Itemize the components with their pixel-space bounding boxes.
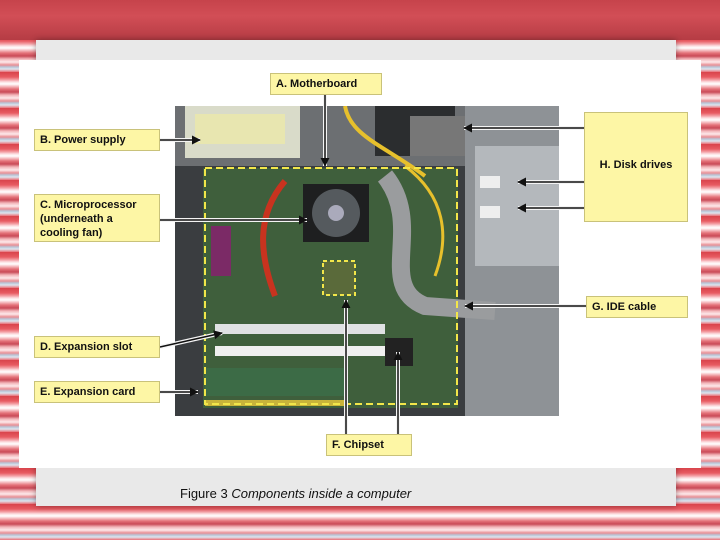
expansion-card-board (205, 368, 345, 396)
label-motherboard: A. Motherboard (270, 73, 382, 95)
label-ide-cable: G. IDE cable (586, 296, 688, 318)
label-microprocessor: C. Microprocessor (underneath a cooling … (34, 194, 160, 242)
computer-internals-photo (175, 106, 559, 416)
figure-caption-text: Components inside a computer (231, 486, 412, 501)
label-chipset: F. Chipset (326, 434, 412, 456)
figure-number: Figure 3 (180, 486, 228, 501)
label-expansion-slot: D. Expansion slot (34, 336, 160, 358)
arrow-expansion-slot (159, 330, 223, 348)
figure-caption: Figure 3 Components inside a computer (180, 486, 411, 501)
label-expansion-card: E. Expansion card (34, 381, 160, 403)
label-power-supply: B. Power supply (34, 129, 160, 151)
header-band (0, 0, 720, 40)
computer-internals-illustration (175, 106, 559, 416)
label-disk-drives: H. Disk drives (584, 112, 688, 222)
